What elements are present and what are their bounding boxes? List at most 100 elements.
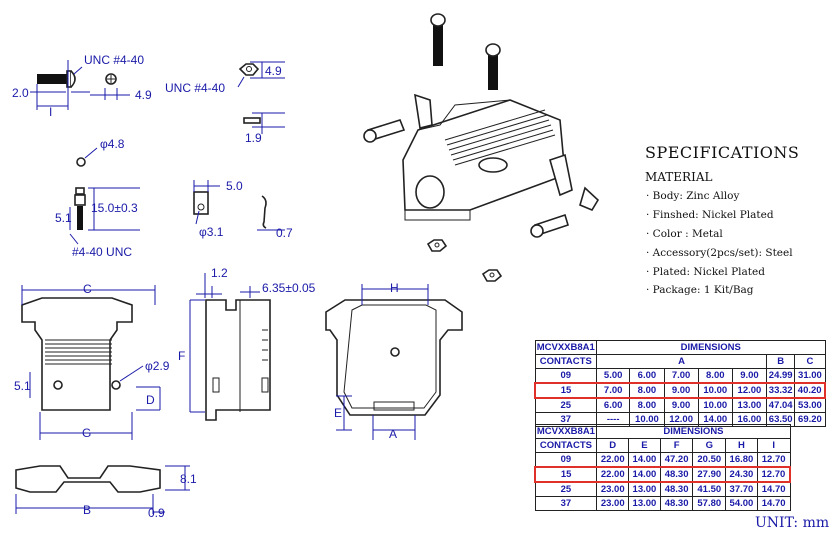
table-cell: 10.00 (697, 397, 733, 413)
dim-c: C (83, 282, 92, 296)
table-cell: 25 (534, 397, 598, 413)
dim-0-9: 0.9 (148, 506, 165, 520)
table-cell: 14.70 (756, 496, 791, 511)
dim-f: F (178, 349, 185, 363)
table-cell: 37 (534, 496, 598, 511)
table-cell: 24.30 (725, 466, 758, 483)
table2-contacts-label: CONTACTS (534, 438, 598, 453)
spec-item-body: · Body: Zinc Alloy (646, 190, 740, 202)
dim-1-9: 1.9 (245, 131, 262, 145)
table-cell: 6.00 (629, 368, 665, 384)
table-cell: 13.00 (628, 481, 661, 497)
dim-h: H (390, 281, 399, 295)
dim-6-35: 6.35±0.05 (262, 281, 316, 295)
dim-d: D (146, 393, 155, 407)
table-cell: 37.70 (725, 481, 758, 497)
table-cell: 47.20 (659, 452, 694, 468)
table-cell: 48.30 (659, 496, 694, 511)
table-cell: 47.04 (766, 397, 796, 413)
table2-header-i: I (756, 438, 791, 453)
dim-8-1: 8.1 (180, 472, 197, 486)
dim-e: E (334, 406, 342, 420)
dim-b: B (83, 503, 91, 517)
table-cell: 69.20 (794, 412, 826, 427)
table-cell: 13.00 (628, 496, 661, 511)
table-cell: 25 (534, 481, 598, 497)
table-cell: 5.00 (596, 368, 631, 384)
side-view (189, 273, 271, 421)
table2-header-e: E (628, 438, 661, 453)
dim-a: A (389, 427, 397, 441)
table-cell: 09 (534, 368, 598, 384)
table2-header-h: H (725, 438, 758, 453)
table-cell: 31.00 (794, 368, 826, 384)
spec-item-color: · Color : Metal (646, 228, 723, 240)
dim-5-1-b: 5.1 (14, 379, 31, 393)
dim-5-1-a: 5.1 (55, 211, 72, 225)
table-cell: 22.00 (596, 452, 630, 468)
washer-view (76, 147, 98, 167)
dim-1-2: 1.2 (211, 266, 228, 280)
table-cell: 8.00 (697, 368, 733, 384)
table-cell: 48.30 (659, 481, 694, 497)
spec-item-package: · Package: 1 Kit/Bag (646, 284, 754, 296)
table-cell: 40.20 (794, 382, 827, 399)
stud-side-view (69, 187, 140, 245)
table-cell: 13.00 (731, 397, 768, 413)
table-cell: 09 (534, 452, 598, 468)
spec-item-accessory: · Accessory(2pcs/set): Steel (646, 247, 793, 259)
dim-0-7: 0.7 (276, 226, 293, 240)
table2-header-f: F (659, 438, 694, 453)
spec-material: MATERIAL (645, 170, 713, 184)
unc-label-top: UNC #4-40 (84, 53, 144, 67)
table-cell: 27.90 (692, 466, 727, 483)
table-cell: 6.00 (596, 397, 631, 413)
table-cell: 10.00 (697, 382, 733, 399)
dim-15-0: 15.0±0.3 (91, 201, 138, 215)
dim-4-9-b: 4.9 (265, 64, 282, 78)
front-view (21, 285, 161, 440)
table-cell: 14.00 (628, 452, 661, 468)
table-cell: 12.00 (731, 382, 768, 399)
dim-2-0: 2.0 (12, 86, 29, 100)
table1-header-c: C (794, 354, 826, 369)
table1-model: MCVXXB8A1 (534, 340, 598, 355)
dim-g: G (82, 426, 91, 440)
table-cell: 22.00 (596, 466, 630, 483)
dim-i-top: I (49, 105, 52, 119)
table-cell: 7.00 (596, 382, 631, 399)
table2-header-g: G (692, 438, 727, 453)
table-cell: 9.00 (663, 382, 699, 399)
nut-side-view (243, 112, 285, 134)
table-cell: 14.00 (628, 466, 661, 483)
table-cell: 23.00 (596, 496, 630, 511)
dim-phi-2-9: φ2.9 (145, 359, 170, 373)
table-cell: 20.50 (692, 452, 727, 468)
dim-5-0: 5.0 (226, 179, 243, 193)
lock-clip-view (193, 180, 285, 231)
table-cell: 23.00 (596, 481, 630, 497)
exploded-3d-view (363, 13, 600, 282)
table-cell: 57.80 (692, 496, 727, 511)
dim-4-9-a: 4.9 (135, 88, 152, 102)
dim-phi-3-1: φ3.1 (199, 225, 224, 239)
table1-contacts-label: CONTACTS (534, 354, 598, 369)
table1-header-b: B (766, 354, 796, 369)
table-cell: 15 (534, 382, 598, 399)
unc-label-bottom: #4-40 UNC (72, 245, 132, 259)
spec-title: SPECIFICATIONS (645, 143, 800, 162)
table-cell: 9.00 (663, 397, 699, 413)
table2-title: DIMENSIONS (596, 424, 791, 439)
table-cell: 54.00 (725, 496, 758, 511)
dimension-table-2: MCVXXB8A1 DIMENSIONS CONTACTS D E F G H … (534, 424, 791, 511)
table1-title: DIMENSIONS (596, 340, 826, 355)
